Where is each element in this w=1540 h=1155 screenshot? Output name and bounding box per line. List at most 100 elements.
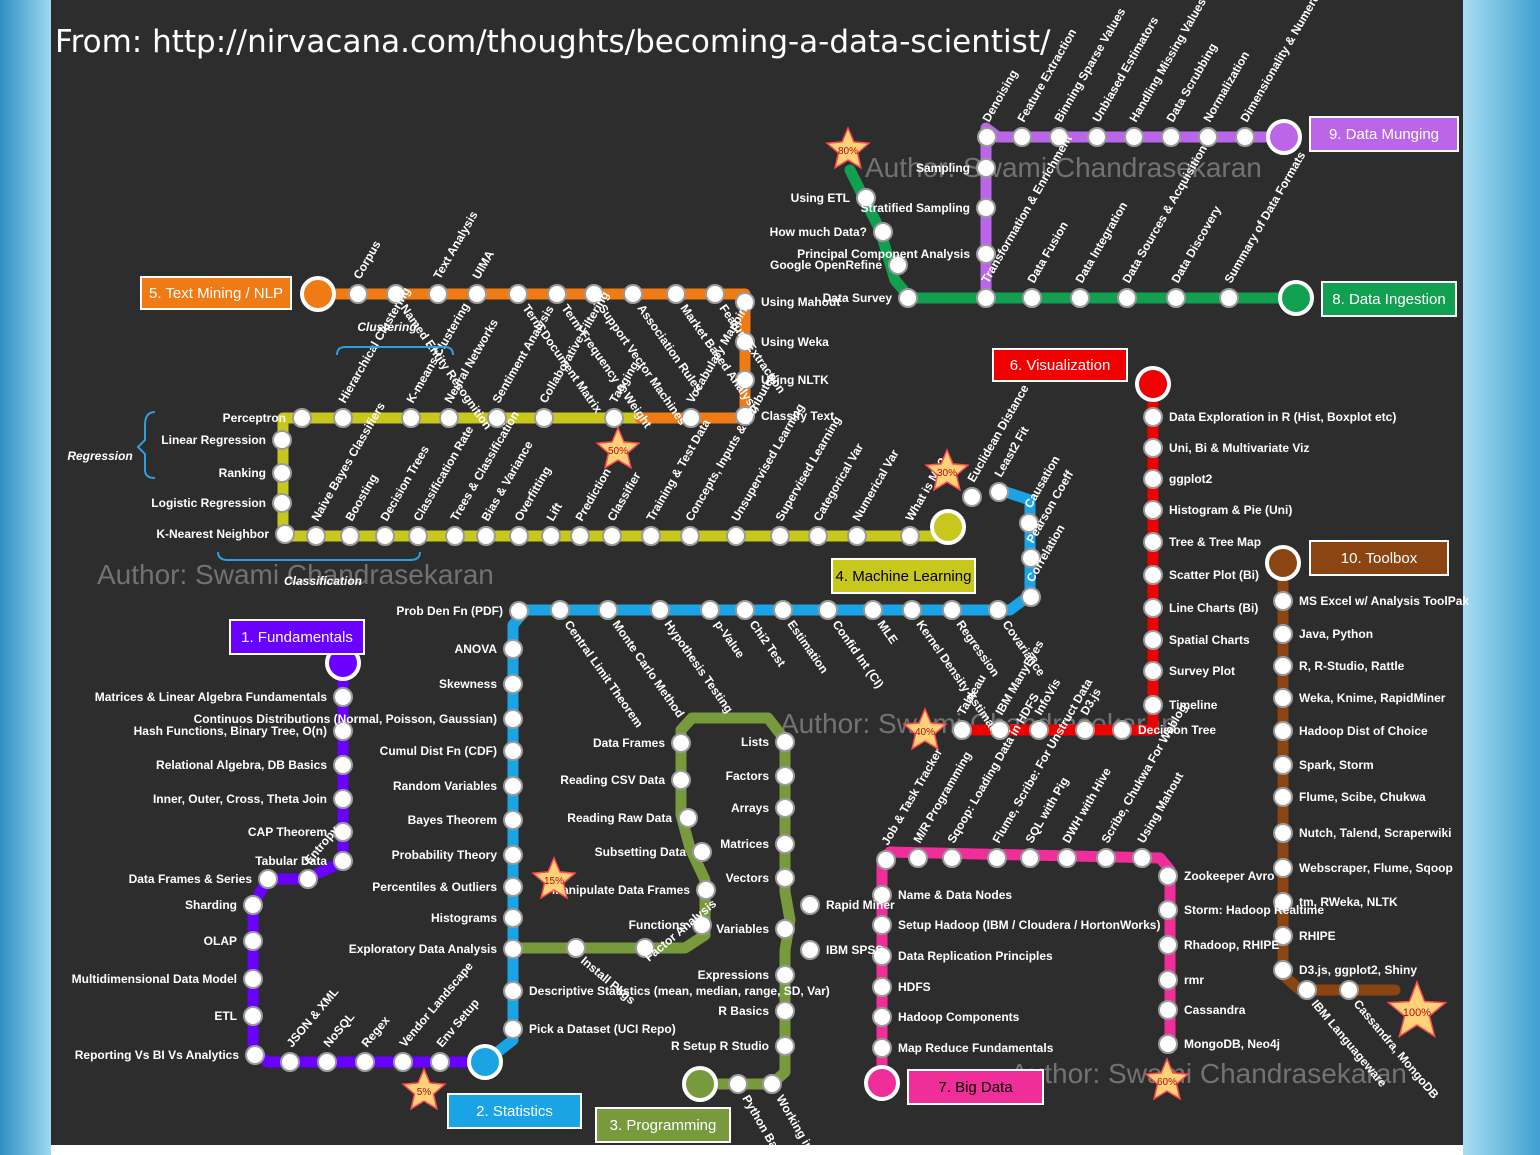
ingestion-station[interactable] [976, 288, 996, 308]
statistics-terminal[interactable] [467, 1044, 503, 1080]
munging-station[interactable] [1012, 127, 1032, 147]
toolbox-station[interactable] [1273, 787, 1293, 807]
munging-station[interactable] [1235, 127, 1255, 147]
fundamentals-station[interactable] [245, 1045, 265, 1065]
fundamentals-station[interactable] [243, 895, 263, 915]
fundamentals-station[interactable] [333, 687, 353, 707]
ml-station[interactable] [900, 526, 920, 546]
ml-station[interactable] [401, 408, 421, 428]
bigdata-station[interactable] [1020, 848, 1040, 868]
programming-station[interactable] [762, 1074, 782, 1094]
bigdata-station[interactable] [872, 1007, 892, 1027]
programming-station[interactable] [775, 766, 795, 786]
programming-station[interactable] [775, 868, 795, 888]
ml-station[interactable] [340, 526, 360, 546]
nlp-station[interactable] [508, 284, 528, 304]
statistics-station[interactable] [503, 810, 523, 830]
bigdata-station[interactable] [872, 1038, 892, 1058]
ml-station[interactable] [476, 526, 496, 546]
nlp-station[interactable] [735, 370, 755, 390]
programming-station[interactable] [775, 834, 795, 854]
nlp-station[interactable] [584, 284, 604, 304]
visualization-line-badge[interactable] [992, 348, 1128, 382]
munging-station[interactable] [1124, 127, 1144, 147]
toolbox-station[interactable] [1273, 688, 1293, 708]
bigdata-station[interactable] [1158, 1034, 1178, 1054]
fundamentals-station[interactable] [317, 1052, 337, 1072]
toolbox-station[interactable] [1273, 960, 1293, 980]
ml-station[interactable] [272, 493, 292, 513]
bigdata-station[interactable] [872, 946, 892, 966]
ml-line-badge[interactable] [831, 558, 976, 594]
statistics-station[interactable] [503, 877, 523, 897]
toolbox-station[interactable] [1273, 721, 1293, 741]
visualization-station[interactable] [1112, 720, 1132, 740]
nlp-station[interactable] [735, 406, 755, 426]
ml-station[interactable] [808, 526, 828, 546]
fundamentals-station[interactable] [280, 1052, 300, 1072]
statistics-station[interactable] [503, 709, 523, 729]
programming-station[interactable] [671, 733, 691, 753]
toolbox-line-badge[interactable] [1309, 540, 1449, 576]
programming-station[interactable] [635, 938, 655, 958]
programming-station[interactable] [692, 915, 712, 935]
programming-station[interactable] [566, 938, 586, 958]
ml-station[interactable] [641, 526, 661, 546]
toolbox-station[interactable] [1273, 656, 1293, 676]
toolbox-station[interactable] [1339, 980, 1359, 1000]
bigdata-terminal[interactable] [864, 1065, 900, 1101]
nlp-station[interactable] [666, 284, 686, 304]
toolbox-station[interactable] [1273, 624, 1293, 644]
ingestion-station[interactable] [888, 255, 908, 275]
toolbox-station[interactable] [1273, 892, 1293, 912]
ml-station[interactable] [604, 408, 624, 428]
nlp-station[interactable] [348, 284, 368, 304]
ml-station[interactable] [680, 526, 700, 546]
nlp-station[interactable] [386, 284, 406, 304]
bigdata-station[interactable] [1158, 1000, 1178, 1020]
visualization-station[interactable] [1143, 407, 1163, 427]
nlp-station[interactable] [547, 284, 567, 304]
ingestion-station[interactable] [856, 188, 876, 208]
toolbox-station[interactable] [1273, 755, 1293, 775]
ml-station[interactable] [292, 408, 312, 428]
fundamentals-station[interactable] [333, 822, 353, 842]
ingestion-station[interactable] [898, 288, 918, 308]
visualization-station[interactable] [1143, 661, 1163, 681]
nlp-station[interactable] [681, 408, 701, 428]
statistics-station[interactable] [550, 600, 570, 620]
ingestion-line-badge[interactable] [1321, 281, 1457, 317]
fundamentals-station[interactable] [393, 1052, 413, 1072]
fundamentals-station[interactable] [430, 1052, 450, 1072]
programming-station[interactable] [800, 940, 820, 960]
programming-station[interactable] [692, 842, 712, 862]
statistics-station[interactable] [773, 600, 793, 620]
ml-station[interactable] [534, 408, 554, 428]
programming-station[interactable] [728, 1074, 748, 1094]
fundamentals-station[interactable] [243, 1006, 263, 1026]
nlp-line-badge[interactable] [140, 276, 292, 310]
bigdata-station[interactable] [1057, 848, 1077, 868]
ml-station[interactable] [541, 526, 561, 546]
nlp-terminal[interactable] [300, 276, 336, 312]
bigdata-station[interactable] [942, 848, 962, 868]
programming-station[interactable] [775, 1036, 795, 1056]
bigdata-station[interactable] [1158, 970, 1178, 990]
fundamentals-station[interactable] [355, 1052, 375, 1072]
ml-station[interactable] [272, 430, 292, 450]
programming-station[interactable] [678, 808, 698, 828]
visualization-station[interactable] [1143, 532, 1163, 552]
nlp-station[interactable] [705, 284, 725, 304]
bigdata-station[interactable] [908, 848, 928, 868]
ml-station[interactable] [445, 526, 465, 546]
statistics-station[interactable] [989, 482, 1009, 502]
toolbox-station[interactable] [1273, 858, 1293, 878]
programming-station[interactable] [800, 895, 820, 915]
fundamentals-station[interactable] [333, 789, 353, 809]
munging-station[interactable] [1198, 127, 1218, 147]
statistics-station[interactable] [1021, 587, 1041, 607]
nlp-station[interactable] [735, 332, 755, 352]
visualization-station[interactable] [1143, 438, 1163, 458]
statistics-station[interactable] [700, 600, 720, 620]
statistics-station[interactable] [503, 908, 523, 928]
